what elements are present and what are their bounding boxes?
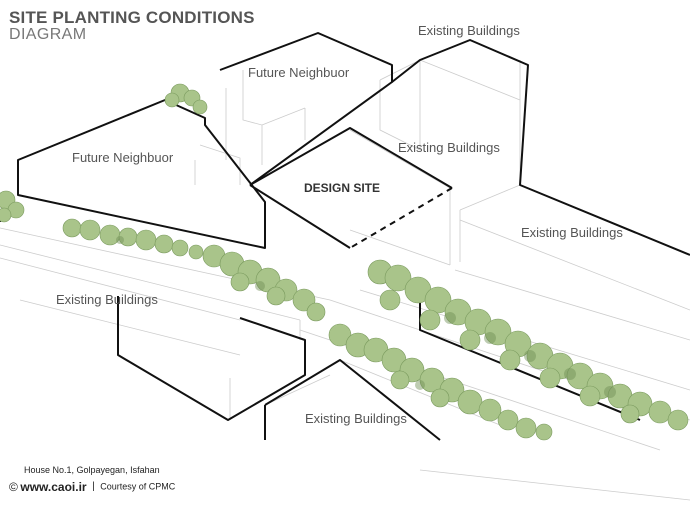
label-design-site: DESIGN SITE xyxy=(304,181,381,195)
existing-left-outline xyxy=(0,215,306,421)
title-line-2: DIAGRAM xyxy=(9,26,87,43)
footer: House No.1, Golpayegan, Isfahan © www.ca… xyxy=(9,465,175,494)
diagram-title: SITE PLANTING CONDITIONS DIAGRAM xyxy=(9,9,255,43)
label-future-neighbour-left: Future Neighbuor xyxy=(72,150,174,165)
label-existing-buildings-center: Existing Buildings xyxy=(398,140,500,155)
design-site-front xyxy=(249,184,351,249)
future-neighbour-left-outline xyxy=(17,99,266,249)
tree-group-left-edge xyxy=(0,190,25,223)
label-existing-buildings-top: Existing Buildings xyxy=(418,23,520,38)
tree-row-right xyxy=(367,259,689,431)
website-link[interactable]: www.caoi.ir xyxy=(20,480,87,494)
tree-group-top-left xyxy=(164,83,208,115)
footer-address: House No.1, Golpayegan, Isfahan xyxy=(24,465,160,475)
existing-bottom-outline xyxy=(264,359,441,441)
label-future-neighbour-top: Future Neighbuor xyxy=(248,65,350,80)
label-existing-buildings-right: Existing Buildings xyxy=(521,225,623,240)
tree-row-left xyxy=(62,218,204,260)
footer-separator: | xyxy=(92,481,95,492)
tree-row-center-right xyxy=(328,323,553,441)
title-line-1: SITE PLANTING CONDITIONS xyxy=(9,8,255,27)
future-neighbour-top-outline xyxy=(219,32,393,186)
footer-credit: Courtesy of CPMC xyxy=(100,481,176,492)
existing-top-outline xyxy=(391,39,690,256)
tree-shadows xyxy=(116,236,616,398)
footer-brand: © www.caoi.ir | Courtesy of CPMC xyxy=(9,481,175,493)
copyright-icon: © xyxy=(9,480,18,494)
label-existing-buildings-bottom: Existing Buildings xyxy=(305,411,407,426)
tree-row-center-left xyxy=(202,244,326,322)
label-existing-buildings-left: Existing Buildings xyxy=(56,292,158,307)
design-site-dashed-edge xyxy=(349,187,453,249)
design-site-outline xyxy=(249,127,453,189)
